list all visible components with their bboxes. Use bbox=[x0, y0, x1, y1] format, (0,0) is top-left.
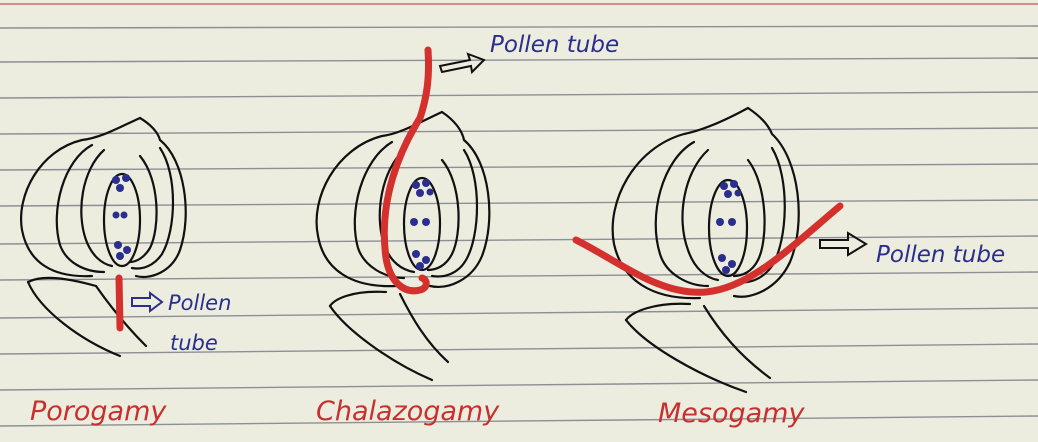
embryo-sac bbox=[102, 172, 142, 268]
egg-apparatus-nuclei bbox=[112, 174, 131, 260]
mesogamy-diagram: Pollen tube Mesogamy bbox=[572, 106, 1005, 429]
porogamy-diagram: Pollen tube Porogamy bbox=[20, 116, 231, 427]
egg-apparatus-nuclei bbox=[716, 180, 742, 274]
pollen-tube bbox=[115, 274, 124, 332]
pollen-tube-label-line1: Pollen bbox=[168, 291, 231, 315]
pollen-tube-label-line2: tube bbox=[170, 331, 218, 355]
egg-apparatus-nuclei bbox=[410, 179, 434, 270]
embryo-sac bbox=[707, 178, 749, 278]
pollen-tube bbox=[380, 46, 432, 295]
chalazogamy-caption: Chalazogamy bbox=[316, 396, 500, 427]
arrow-icon bbox=[131, 291, 164, 313]
pollen-tube-label: Pollen tube bbox=[876, 242, 1005, 268]
chalazogamy-diagram: Pollen tube Chalazogamy bbox=[315, 32, 619, 427]
ovule-outline bbox=[20, 116, 187, 358]
ovule-outline bbox=[315, 110, 491, 382]
ruled-lines bbox=[0, 3, 1038, 427]
mesogamy-caption: Mesogamy bbox=[658, 398, 805, 429]
pollen-tube-label: Pollen tube bbox=[490, 32, 619, 58]
ovule-outline bbox=[611, 106, 800, 394]
porogamy-caption: Porogamy bbox=[30, 396, 167, 427]
arrow-icon bbox=[438, 52, 486, 75]
embryo-sac bbox=[402, 176, 442, 272]
pollen-tube bbox=[572, 202, 844, 296]
arrow-icon bbox=[819, 231, 868, 257]
